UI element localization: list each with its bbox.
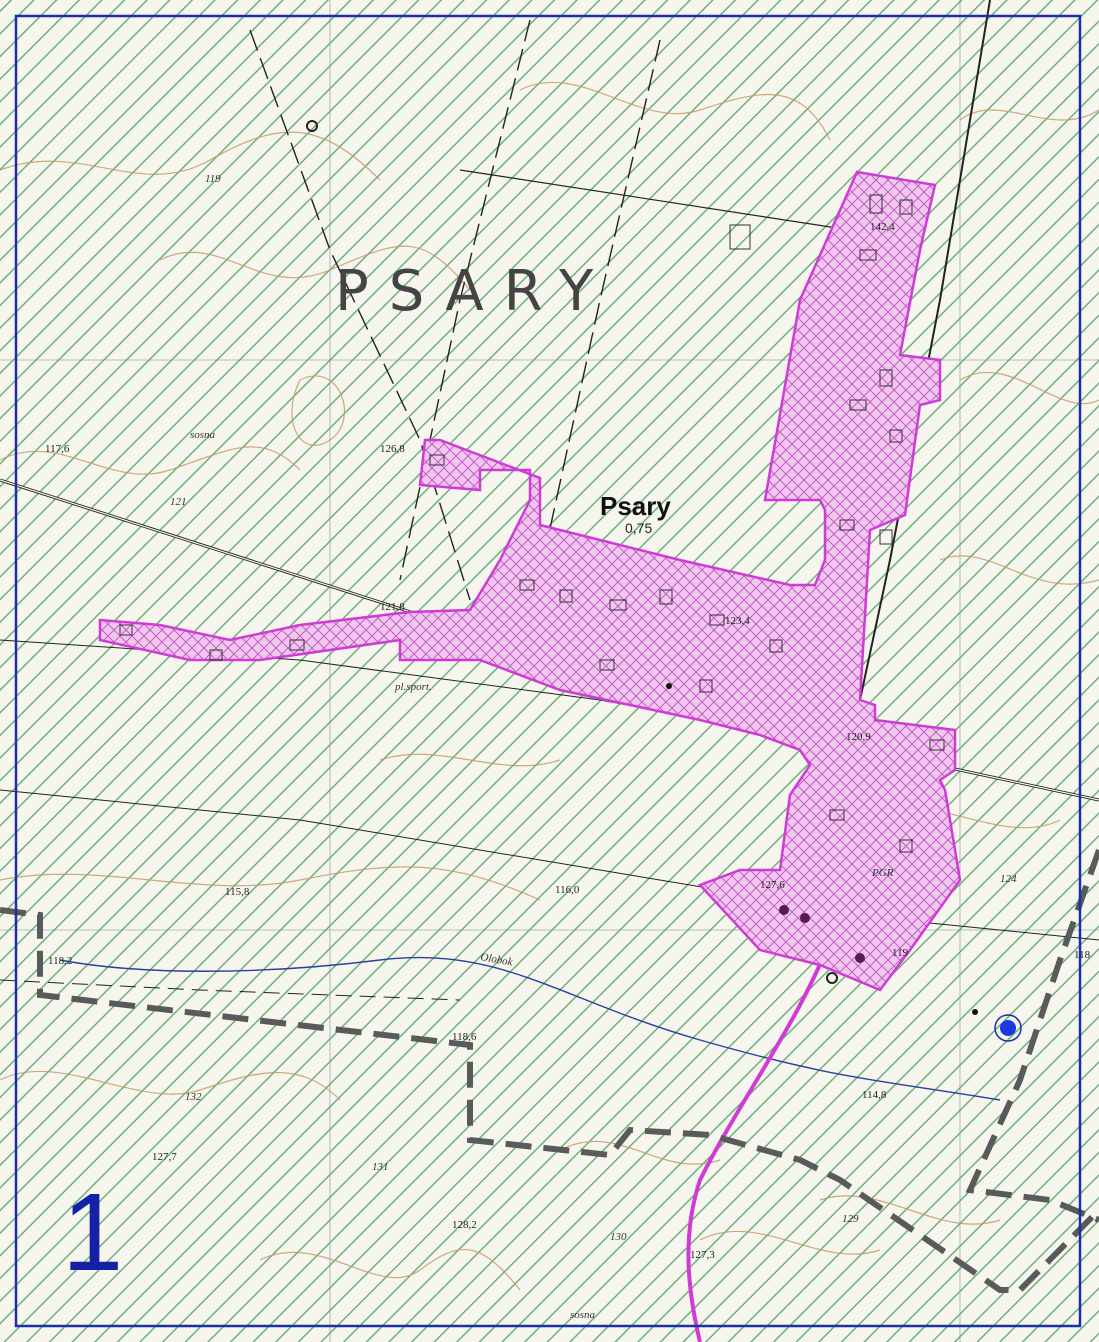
settlement-area bbox=[98, 170, 962, 992]
river bbox=[59, 956, 1001, 1101]
elevation-label: 115,8 bbox=[225, 886, 250, 898]
contour-label: 132 bbox=[185, 1091, 202, 1103]
elevation-label: 128,2 bbox=[452, 1219, 477, 1231]
elevation-label: 127,3 bbox=[690, 1249, 715, 1261]
elevation-label: 123,4 bbox=[725, 615, 750, 627]
contour-label: 124 bbox=[1000, 873, 1017, 885]
forest-label: sosna bbox=[190, 429, 216, 441]
map-frame bbox=[14, 14, 1082, 1328]
point-symbols bbox=[306, 120, 1022, 1042]
contour-label: 130 bbox=[610, 1231, 627, 1243]
region-label: PSARY bbox=[335, 259, 613, 324]
village-value: 0,75 bbox=[625, 520, 652, 536]
elevation-label: 117,6 bbox=[45, 443, 70, 455]
contour-label: 121 bbox=[170, 496, 187, 508]
elevation-label: 127,6 bbox=[760, 879, 785, 891]
buildings bbox=[119, 194, 945, 853]
administrative-boundary bbox=[0, 848, 1099, 1293]
elevation-label: 120,9 bbox=[846, 731, 871, 743]
elevation-label: 127,7 bbox=[152, 1151, 177, 1163]
contour-label: 129 bbox=[842, 1213, 859, 1225]
sheet-number: 1 bbox=[62, 1171, 123, 1294]
forest-label: sosna bbox=[570, 1309, 596, 1321]
contour-label: 131 bbox=[372, 1161, 389, 1173]
elevation-label: 121,8 bbox=[380, 601, 405, 613]
sport-label: pl.sport. bbox=[394, 681, 432, 693]
farm-label: PGR bbox=[871, 867, 894, 879]
village-name: Psary bbox=[600, 491, 671, 521]
elevation-label: 118,6 bbox=[452, 1031, 477, 1043]
elevation-label: 142,4 bbox=[870, 221, 895, 233]
elevation-label: 119 bbox=[892, 947, 909, 959]
elevation-label: 126,8 bbox=[380, 443, 405, 455]
river-name: Olobok bbox=[479, 951, 514, 969]
contour-label: 119 bbox=[205, 173, 221, 185]
elevation-label: 118,2 bbox=[48, 955, 72, 967]
main-road bbox=[686, 939, 832, 1342]
elevation-label: 116,0 bbox=[555, 884, 580, 896]
elevation-label: 118 bbox=[1074, 949, 1091, 961]
elevation-label: 114,8 bbox=[862, 1089, 887, 1101]
contour-lines bbox=[0, 81, 1099, 1291]
